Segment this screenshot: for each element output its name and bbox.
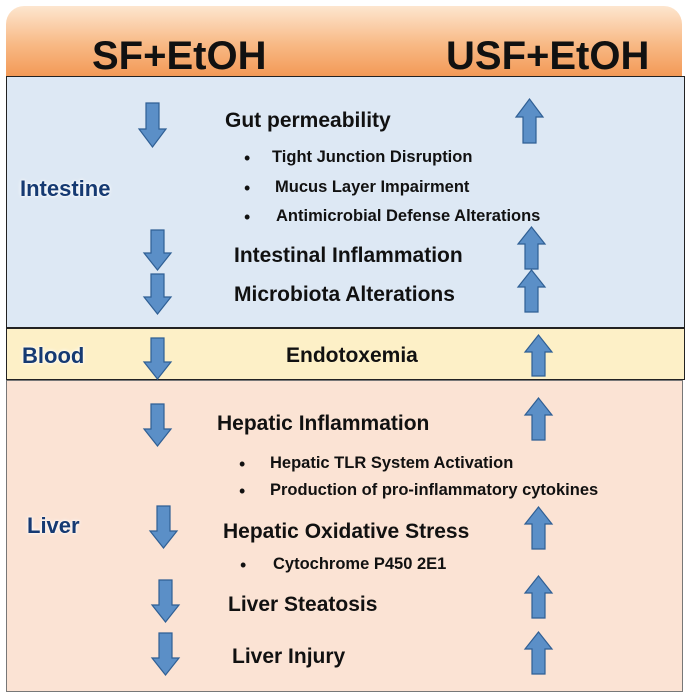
intestine-label: Intestine [20, 176, 111, 201]
cyp-text: Cytochrome P450 2E1 [273, 555, 447, 573]
liver-label: Liver [27, 513, 80, 538]
mucus-layer-text: Mucus Layer Impairment [275, 178, 470, 196]
liver-section [6, 380, 683, 692]
injury-text: Liver Injury [232, 645, 346, 668]
arrow-up-icon [523, 575, 554, 619]
arrow-up-icon [523, 506, 554, 550]
bullet: • [244, 148, 251, 168]
bullet: • [244, 178, 251, 198]
arrow-down-icon [148, 505, 179, 549]
arrow-down-icon [137, 102, 168, 148]
arrow-up-icon [523, 334, 554, 377]
arrow-up-icon [514, 98, 545, 144]
endotoxemia-text: Endotoxemia [286, 344, 418, 367]
bullet: • [240, 555, 247, 575]
arrow-down-icon [142, 337, 173, 380]
hepatic-inflammation-text: Hepatic Inflammation [217, 412, 430, 435]
antimicrobial-text: Antimicrobial Defense Alterations [276, 207, 541, 225]
oxidative-stress-text: Hepatic Oxidative Stress [223, 520, 470, 543]
arrow-up-icon [523, 397, 554, 441]
arrow-down-icon [142, 273, 173, 315]
steatosis-text: Liver Steatosis [228, 593, 378, 616]
intestinal-inflammation-text: Intestinal Inflammation [234, 244, 463, 267]
arrow-up-icon [523, 631, 554, 675]
tight-junction-text: Tight Junction Disruption [272, 148, 473, 166]
gut-permeability-text: Gut permeability [225, 109, 391, 132]
arrow-down-icon [142, 229, 173, 271]
blood-section [6, 328, 685, 380]
bullet: • [244, 207, 251, 227]
left-column-title: SF+EtOH [92, 34, 267, 78]
intestine-section [6, 76, 685, 328]
header-banner: SF+EtOH USF+EtOH [6, 6, 682, 76]
arrow-down-icon [142, 403, 173, 447]
bullet: • [239, 454, 246, 474]
arrow-down-icon [150, 579, 181, 623]
right-column-title: USF+EtOH [446, 34, 650, 78]
hepatic-tlr-text: Hepatic TLR System Activation [270, 454, 514, 472]
arrow-down-icon [150, 632, 181, 676]
cytokines-text: Production of pro-inflammatory cytokines [270, 481, 599, 499]
arrow-up-icon [516, 269, 547, 313]
arrow-up-icon [516, 226, 547, 270]
microbiota-text: Microbiota Alterations [234, 283, 455, 306]
blood-label: Blood [22, 343, 85, 368]
bullet: • [239, 481, 246, 501]
